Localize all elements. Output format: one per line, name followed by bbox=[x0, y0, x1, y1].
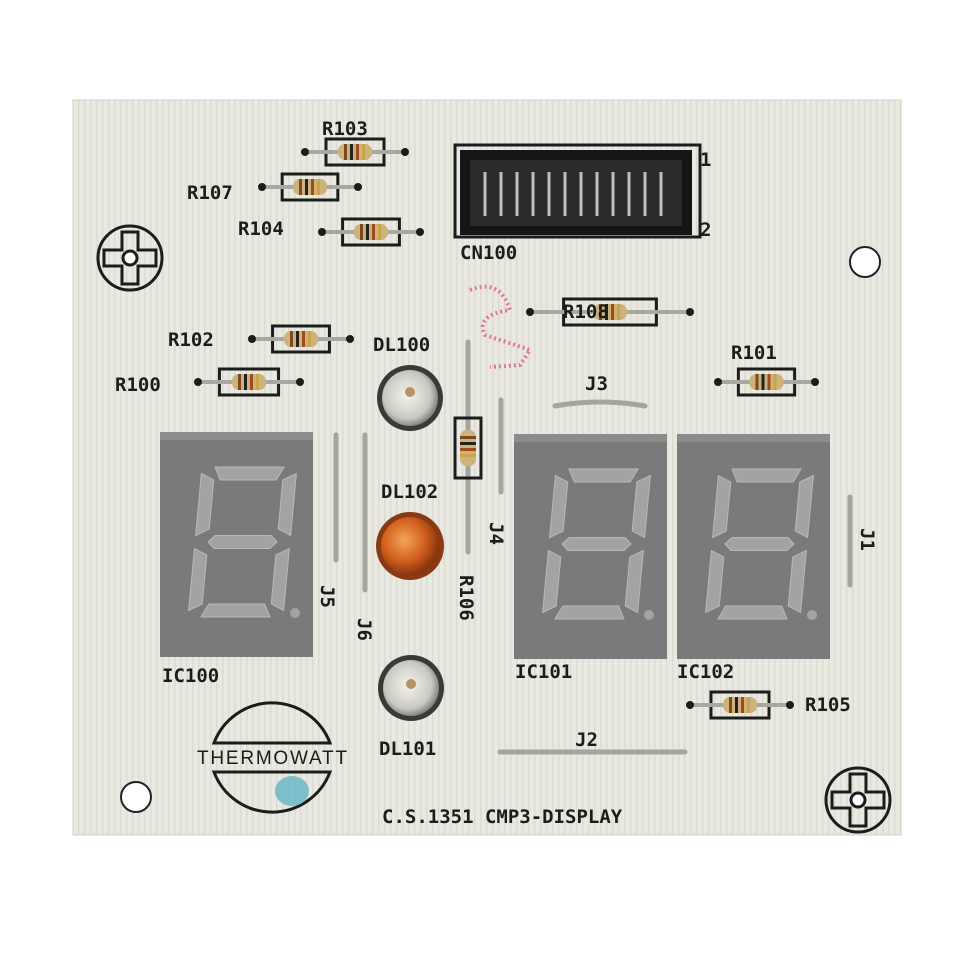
label-r106: R106 bbox=[455, 575, 477, 621]
label-r102: R102 bbox=[168, 329, 214, 351]
display-decimal-point bbox=[807, 610, 817, 620]
label-r100: R100 bbox=[115, 374, 161, 396]
label-r108: R108 bbox=[563, 301, 609, 323]
display-segment bbox=[214, 466, 285, 481]
resistor-r108 bbox=[526, 297, 694, 327]
label-pin1: 1 bbox=[700, 149, 711, 171]
display-segment bbox=[542, 549, 562, 614]
display-segment bbox=[549, 474, 569, 539]
display-decimal-point bbox=[290, 608, 300, 618]
board-marking: C.S.1351 CMP3-DISPLAY bbox=[382, 806, 623, 828]
red-dotted-stamp bbox=[469, 284, 534, 369]
resistor-r104 bbox=[318, 217, 424, 247]
display-segment bbox=[561, 537, 632, 551]
thermowatt-logo bbox=[211, 701, 333, 814]
display-segment bbox=[270, 547, 290, 612]
label-r104: R104 bbox=[238, 218, 284, 240]
display-segment bbox=[188, 547, 208, 612]
display-segment bbox=[717, 605, 788, 620]
label-dl100: DL100 bbox=[373, 334, 430, 356]
jumper-j3 bbox=[552, 399, 648, 409]
display-segment bbox=[200, 603, 271, 618]
display-decimal-point bbox=[644, 610, 654, 620]
mounting-hole bbox=[120, 781, 152, 813]
display-segment bbox=[712, 474, 732, 539]
display-segment bbox=[631, 474, 651, 539]
label-dl101: DL101 bbox=[379, 738, 436, 760]
label-j4: J4 bbox=[485, 522, 507, 545]
label-j1: J1 bbox=[856, 528, 878, 551]
resistor-r101 bbox=[714, 367, 819, 397]
display-segment bbox=[195, 472, 215, 537]
label-ic101: IC101 bbox=[515, 661, 572, 683]
display-segment bbox=[794, 474, 814, 539]
display-segment bbox=[624, 549, 644, 614]
fiducial-target-icon bbox=[96, 224, 164, 292]
resistor-r105 bbox=[686, 690, 794, 720]
label-ic102: IC102 bbox=[677, 661, 734, 683]
resistor-r103 bbox=[301, 137, 409, 167]
led-dl101 bbox=[378, 655, 444, 721]
seven-segment-display-ic100 bbox=[160, 432, 313, 657]
display-segment bbox=[787, 549, 807, 614]
label-j5: J5 bbox=[316, 585, 338, 608]
display-segment bbox=[724, 537, 795, 551]
display-segment bbox=[554, 605, 625, 620]
label-dl102: DL102 bbox=[381, 481, 438, 503]
display-segment bbox=[277, 472, 297, 537]
led-dl102 bbox=[376, 512, 444, 580]
label-r105: R105 bbox=[805, 694, 851, 716]
display-segment bbox=[207, 535, 278, 549]
label-r101: R101 bbox=[731, 342, 777, 364]
label-j2: J2 bbox=[575, 729, 598, 751]
display-segment bbox=[568, 468, 639, 483]
connector-cn100 bbox=[453, 143, 702, 239]
resistor-r100 bbox=[194, 367, 304, 397]
resistor-r107 bbox=[258, 172, 362, 202]
seven-segment-display-ic101 bbox=[514, 434, 667, 659]
blue-ink-mark bbox=[275, 776, 309, 806]
mounting-hole bbox=[849, 246, 881, 278]
resistor-r106 bbox=[453, 416, 483, 480]
label-j3: J3 bbox=[585, 373, 608, 395]
display-segment bbox=[705, 549, 725, 614]
display-segment bbox=[731, 468, 802, 483]
label-j6: J6 bbox=[353, 618, 375, 641]
label-cn100: CN100 bbox=[460, 242, 517, 264]
label-ic100: IC100 bbox=[162, 665, 219, 687]
resistor-r102 bbox=[248, 324, 354, 354]
led-dl100 bbox=[377, 365, 443, 431]
seven-segment-display-ic102 bbox=[677, 434, 830, 659]
label-r103: R103 bbox=[322, 118, 368, 140]
fiducial-target-icon bbox=[824, 766, 892, 834]
label-r107: R107 bbox=[187, 182, 233, 204]
label-pin2: 2 bbox=[700, 219, 711, 241]
